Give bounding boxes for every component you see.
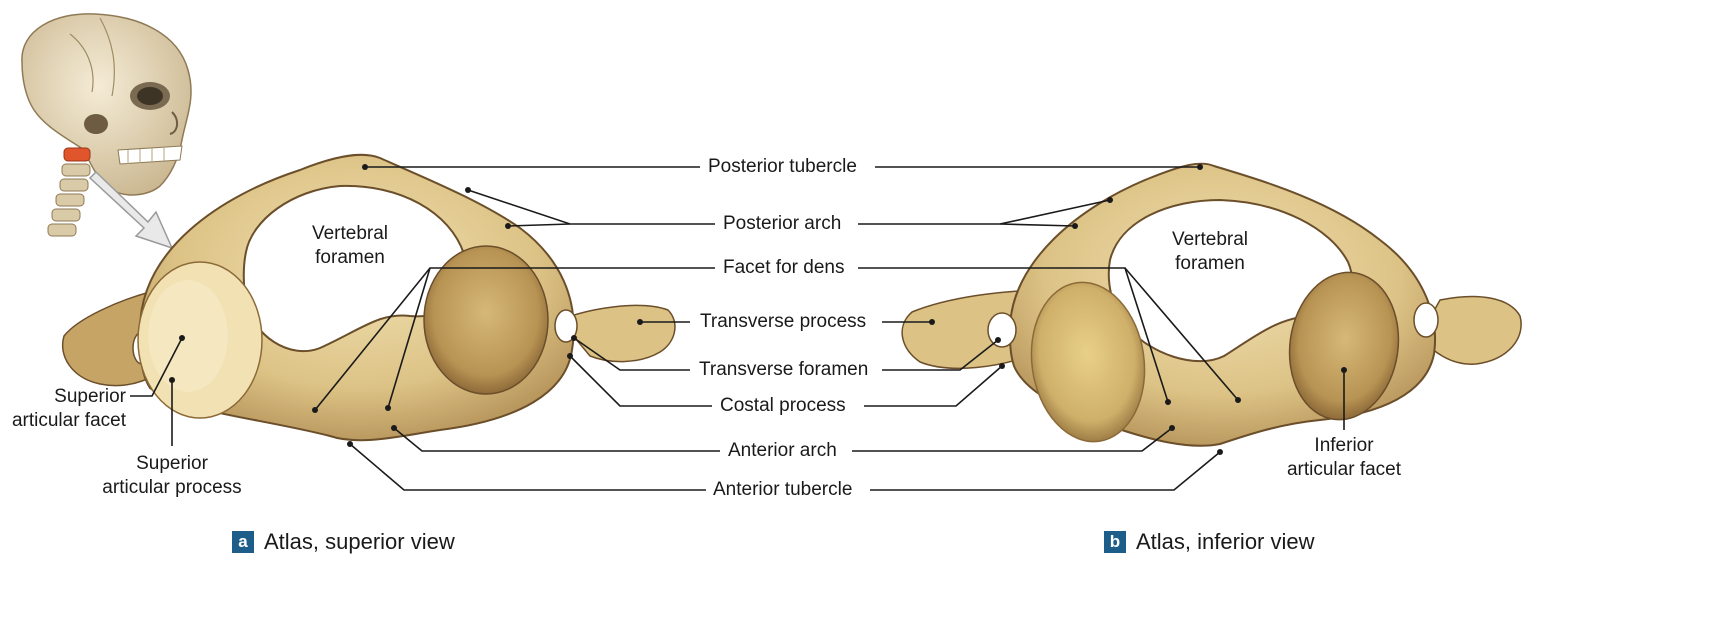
label-superior-articular-facet: Superior articular facet (0, 385, 126, 433)
leader-anterior-arch-a (394, 428, 720, 451)
label-superior-articular-process-line2: articular process (92, 476, 252, 500)
skull-icon (22, 14, 191, 236)
label-vertebral-foramen-b-line2: foramen (1160, 252, 1260, 276)
label-anterior-tubercle: Anterior tubercle (707, 478, 858, 502)
label-costal-process: Costal process (714, 394, 852, 418)
caption-a: a Atlas, superior view (232, 528, 455, 556)
caption-a-text: Atlas, superior view (264, 528, 455, 556)
leader-costal-process-a (570, 356, 712, 406)
label-superior-articular-facet-line2: articular facet (0, 409, 126, 433)
label-inferior-articular-facet-line2: articular facet (1274, 458, 1414, 482)
label-vertebral-foramen-a: Vertebral foramen (300, 222, 400, 270)
atlas-superior-view (63, 155, 675, 440)
leader-posterior-arch-b2 (1000, 224, 1075, 226)
caption-a-tag: a (232, 531, 254, 553)
atlas-inferior-view (902, 164, 1521, 449)
label-facet-for-dens: Facet for dens (717, 256, 850, 280)
leader-costal-process-b (864, 366, 1002, 406)
label-superior-articular-process-line1: Superior (92, 452, 252, 476)
leader-posterior-arch-a2 (508, 224, 570, 226)
label-transverse-process: Transverse process (694, 310, 872, 334)
label-superior-articular-process: Superior articular process (92, 452, 252, 500)
label-vertebral-foramen-b-line1: Vertebral (1160, 228, 1260, 252)
leader-anterior-tubercle-b (870, 452, 1220, 490)
label-vertebral-foramen-a-line2: foramen (300, 246, 400, 270)
caption-b-tag: b (1104, 531, 1126, 553)
leader-posterior-arch-b (858, 200, 1110, 224)
label-posterior-tubercle: Posterior tubercle (702, 155, 863, 179)
label-inferior-articular-facet: Inferior articular facet (1274, 434, 1414, 482)
label-superior-articular-facet-line1: Superior (0, 385, 126, 409)
caption-b-text: Atlas, inferior view (1136, 528, 1315, 556)
label-vertebral-foramen-a-line1: Vertebral (300, 222, 400, 246)
label-posterior-arch: Posterior arch (717, 212, 847, 236)
label-transverse-foramen: Transverse foramen (693, 358, 874, 382)
caption-b: b Atlas, inferior view (1104, 528, 1315, 556)
label-inferior-articular-facet-line1: Inferior (1274, 434, 1414, 458)
label-anterior-arch: Anterior arch (722, 439, 843, 463)
label-vertebral-foramen-b: Vertebral foramen (1160, 228, 1260, 276)
